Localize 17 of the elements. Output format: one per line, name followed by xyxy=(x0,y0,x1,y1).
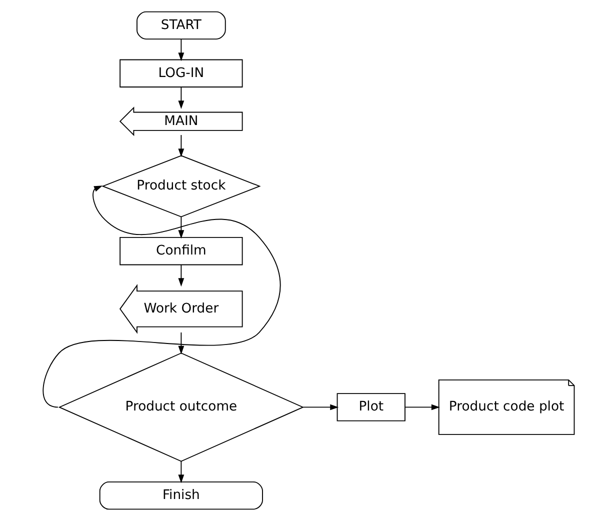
node-box: START xyxy=(136,11,226,40)
arrow xyxy=(302,404,338,410)
node-diamond: Product outcome xyxy=(58,352,304,462)
arrow xyxy=(178,216,184,239)
arrow xyxy=(178,38,184,62)
node-box: Finish xyxy=(98,481,262,510)
node-box: LOG-IN xyxy=(119,59,242,88)
arrow xyxy=(404,404,440,410)
arrow xyxy=(42,186,280,408)
arrow xyxy=(178,134,184,158)
node-box: Plot xyxy=(336,393,405,422)
arrow xyxy=(178,264,184,287)
node-diamond: Product stock xyxy=(101,155,260,218)
node-box: Confilm xyxy=(119,237,242,266)
arrow xyxy=(178,86,184,110)
arrow xyxy=(178,460,184,484)
arrow xyxy=(178,332,184,354)
